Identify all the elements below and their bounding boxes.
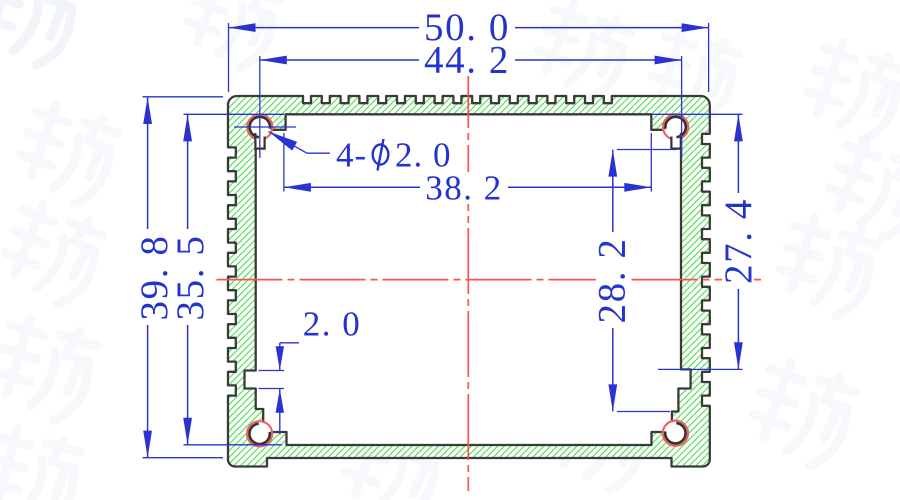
svg-text:2. 0: 2. 0 [303,304,362,343]
svg-text:35. 5: 35. 5 [169,235,212,321]
svg-text:4-: 4- [336,136,367,175]
svg-text:44. 2: 44. 2 [424,39,510,82]
svg-text:50. 0: 50. 0 [424,6,510,49]
svg-text:2. 0: 2. 0 [395,136,452,175]
svg-text:38. 2: 38. 2 [425,169,503,208]
svg-text:27. 4: 27. 4 [717,198,760,284]
svg-text:39. 8: 39. 8 [133,235,176,321]
svg-text:28. 2: 28. 2 [591,238,634,324]
